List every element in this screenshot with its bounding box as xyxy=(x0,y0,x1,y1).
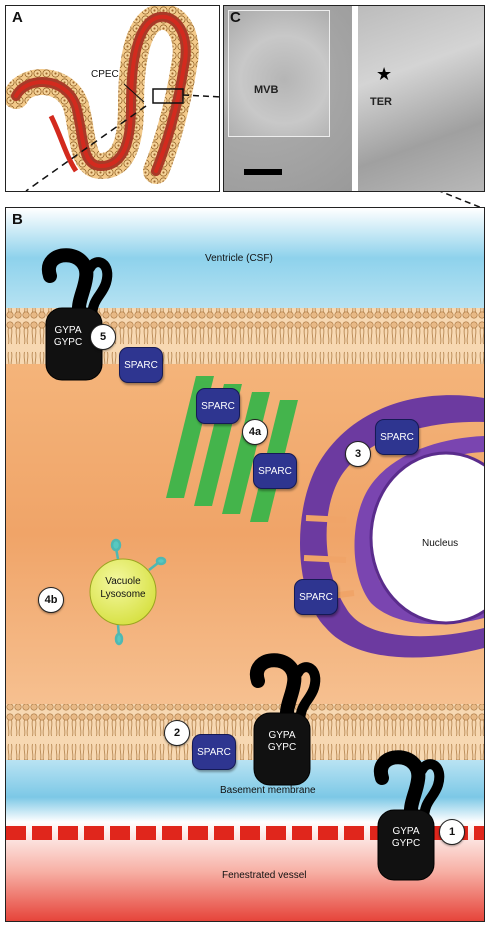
sparc-golgi-bottom: SPARC xyxy=(253,453,297,489)
step-2: 2 xyxy=(164,720,190,746)
step-4b: 4b xyxy=(38,587,64,613)
panel-a-letter: A xyxy=(12,9,23,26)
panel-b-letter: B xyxy=(12,211,23,228)
em-image-right xyxy=(358,6,484,191)
step-5: 5 xyxy=(90,324,116,350)
em-inset xyxy=(228,10,330,137)
step-3: 3 xyxy=(345,441,371,467)
sparc-er-top: SPARC xyxy=(375,419,419,455)
panel-b: B Ventricle (CSF) Basement membrane Fene… xyxy=(5,207,485,922)
scale-bar xyxy=(244,169,282,175)
sparc-er-bottom: SPARC xyxy=(294,579,338,615)
mvb-label: MVB xyxy=(254,84,279,96)
fenestrated-vessel-label: Fenestrated vessel xyxy=(222,870,307,881)
ter-label: TER xyxy=(370,96,392,108)
gypa-label-apical: GYPA xyxy=(54,325,82,336)
gypa-label-vessel: GYPA xyxy=(392,826,420,837)
nucleus-label: Nucleus xyxy=(422,538,459,549)
step-1: 1 xyxy=(439,819,465,845)
gyp-shape-vessel xyxy=(374,750,445,881)
gypc-label-basal: GYPC xyxy=(267,742,297,753)
gypc-label-vessel: GYPC xyxy=(391,838,421,849)
step-4a: 4a xyxy=(242,419,268,445)
panel-a: A CPEC xyxy=(5,5,220,192)
gyp-shape-basal xyxy=(250,653,321,786)
ventricle-label: Ventricle (CSF) xyxy=(205,253,273,264)
sparc-apical: SPARC xyxy=(119,347,163,383)
em-divider xyxy=(352,6,358,191)
panel-c-letter: C xyxy=(230,9,241,26)
gypa-label-basal: GYPA xyxy=(268,730,296,741)
choroid-plexus-illustration xyxy=(6,6,199,191)
cpec-label: CPEC xyxy=(91,69,119,80)
gyp-shape-apical xyxy=(42,248,113,381)
sparc-basal: SPARC xyxy=(192,734,236,770)
sparc-golgi-top: SPARC xyxy=(196,388,240,424)
panel-c: C MVB TER ★ xyxy=(223,5,485,192)
lysosome-label: Lysosome xyxy=(100,589,146,600)
cell-diagram xyxy=(6,208,484,921)
star-icon: ★ xyxy=(376,64,393,84)
gypc-label-apical: GYPC xyxy=(53,337,83,348)
vacuole-label: Vacuole xyxy=(105,576,141,587)
basement-membrane-label: Basement membrane xyxy=(220,785,316,796)
